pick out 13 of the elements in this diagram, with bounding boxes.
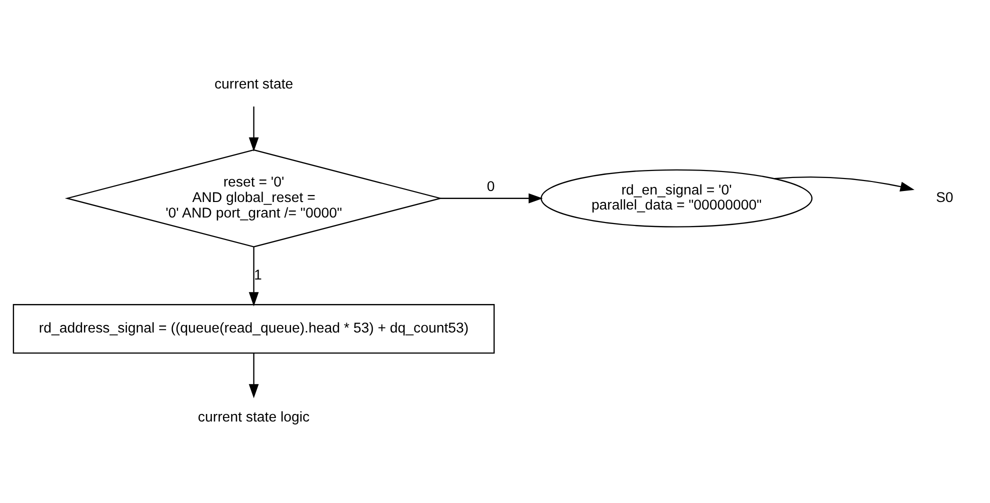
- arrow: [248, 353, 259, 398]
- arrow: [248, 106, 259, 152]
- edge-label: 1: [254, 267, 262, 284]
- node-text: S0: [936, 190, 954, 206]
- arrow: [440, 193, 543, 204]
- arrow: [774, 176, 914, 192]
- node-diamond: reset = '0' AND global_reset = '0' AND port_grant /= "0000": [64, 149, 443, 248]
- node-text: current state logic: [198, 410, 310, 426]
- arrow: [248, 246, 259, 306]
- node-ellipse: rd_en_signal = '0' parallel_data = "00000000": [540, 169, 812, 228]
- node-box: rd_address_signal = ((queue(read_queue).head * 53) + dq_count53): [12, 304, 495, 354]
- edge-label: 0: [486, 178, 495, 195]
- node-text: current state: [214, 76, 294, 93]
